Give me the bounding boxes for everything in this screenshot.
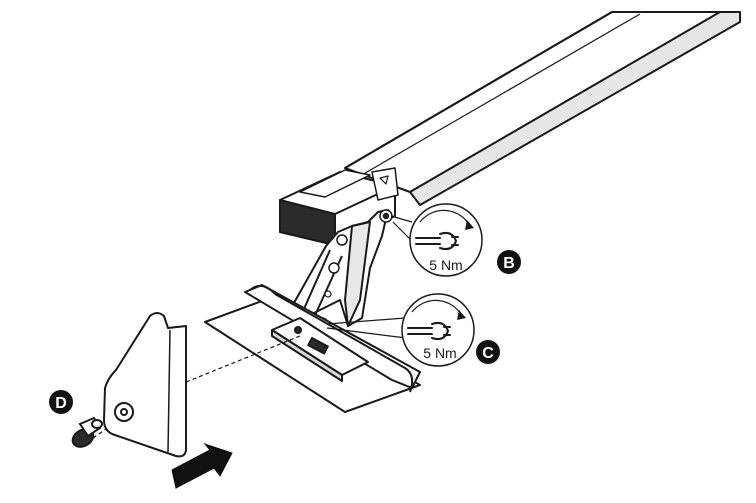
screw-b [379,209,393,223]
clamp-plate [271,317,369,382]
torque-value-b: 5 Nm [429,257,462,273]
badge-c [476,340,500,364]
label-b: B [503,255,515,272]
side-cover [103,312,187,458]
foot-bracket [289,209,389,327]
label-d: D [55,395,67,412]
insert-direction-arrow-icon [171,442,233,489]
torque-callout-b: 5 Nm B [409,203,521,277]
end-cap-plug [71,416,103,448]
badge-b [497,250,521,274]
roof-bar [344,11,741,206]
part-label-d: D [49,390,73,414]
wrench-icon [407,321,451,341]
label-c: C [482,345,494,362]
wrench-icon [415,231,459,251]
torque-value-c: 5 Nm [423,345,456,361]
screw-top [336,234,348,246]
torque-callout-c: 5 Nm C [401,293,500,367]
badge-d [49,390,73,414]
